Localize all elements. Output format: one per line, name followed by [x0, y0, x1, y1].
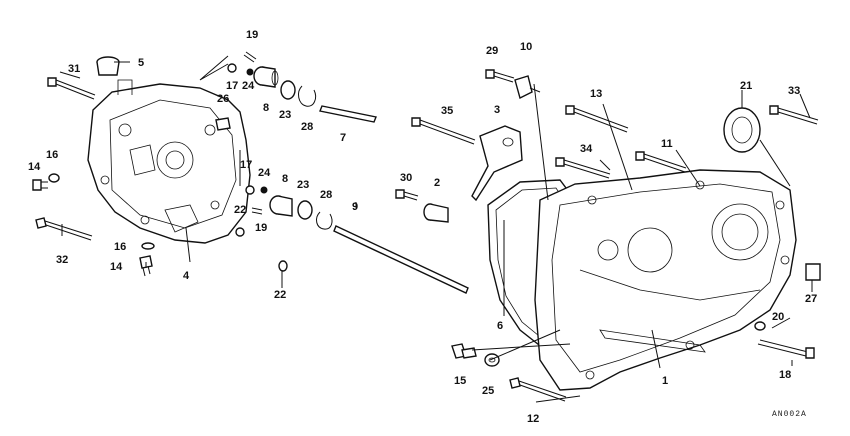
bracket-10 — [514, 75, 541, 100]
callout: 8 — [282, 173, 288, 185]
shift-rod-9 — [333, 225, 469, 294]
callout: 14 — [110, 261, 123, 273]
callout: 1 — [662, 375, 668, 387]
callout-labels: 1 2 3 4 5 6 7 8 8 9 10 11 12 13 14 14 15… — [28, 29, 817, 425]
callout: 8 — [263, 102, 269, 114]
callout: 25 — [482, 385, 494, 397]
pin-19-upper — [243, 51, 257, 63]
pin-19-lower — [251, 207, 263, 215]
plug-2 — [423, 203, 449, 223]
callout: 3 — [494, 104, 500, 116]
callout: 7 — [340, 132, 346, 144]
oil-seal-21 — [723, 107, 761, 153]
callout: 34 — [580, 143, 593, 155]
washer-16-lower — [141, 242, 155, 250]
callout: 29 — [486, 45, 498, 57]
callout: 10 — [520, 41, 532, 53]
callout: 17 — [240, 159, 252, 171]
callout: 4 — [183, 270, 190, 282]
dowel-24-upper — [246, 68, 254, 76]
washer-22-mid — [235, 227, 245, 237]
callout: 35 — [441, 105, 453, 117]
callout: 22 — [274, 289, 286, 301]
callout: 30 — [400, 172, 412, 184]
bolt-11 — [635, 151, 687, 173]
callout: 12 — [527, 413, 539, 425]
diagram-code: AN002A — [772, 410, 807, 419]
callout: 24 — [242, 80, 255, 92]
circlip-28-lower — [316, 211, 333, 230]
bushing-8-upper — [253, 66, 279, 88]
circlip-28-upper — [298, 85, 317, 107]
callout: 5 — [138, 57, 144, 69]
dowel-17-lower — [245, 185, 255, 195]
bolt-14-upper — [32, 179, 48, 191]
leader-lines — [59, 55, 813, 403]
oring-23-lower — [297, 200, 313, 220]
bolt-35 — [411, 117, 476, 145]
callout: 32 — [56, 254, 68, 266]
callout: 15 — [454, 375, 466, 387]
bolt-33 — [769, 105, 819, 125]
callout: 21 — [740, 80, 752, 92]
bolt-12 — [509, 377, 567, 402]
callout: 23 — [279, 109, 291, 121]
callout: 22 — [234, 204, 246, 216]
callout: 19 — [246, 29, 258, 41]
callout: 11 — [661, 138, 673, 150]
callout: 13 — [590, 88, 602, 100]
callout: 28 — [301, 121, 313, 133]
dowel-17-upper — [227, 63, 237, 73]
callout: 19 — [255, 222, 267, 234]
dowel-24-lower — [260, 186, 268, 194]
callout: 16 — [46, 149, 58, 161]
drain-plug-15 — [451, 343, 477, 359]
bolt-32 — [35, 217, 93, 241]
callout: 31 — [68, 63, 80, 75]
washer-25 — [484, 353, 500, 367]
callout: 16 — [114, 241, 126, 253]
bolt-31 — [47, 77, 96, 100]
bolt-29 — [485, 69, 515, 83]
callout: 17 — [226, 80, 238, 92]
callout: 26 — [217, 93, 229, 105]
callout: 6 — [497, 320, 503, 332]
washer-20 — [754, 321, 766, 331]
right-crankcase — [534, 169, 797, 391]
callout: 2 — [434, 177, 440, 189]
left-crankcase-cover — [87, 79, 251, 244]
callout: 23 — [297, 179, 309, 191]
washer-22-lower — [278, 260, 288, 272]
callout: 33 — [788, 85, 800, 97]
bushing-8-lower — [269, 195, 293, 217]
bolt-34 — [555, 157, 611, 179]
clip-26 — [215, 117, 231, 131]
oil-filler-cap — [96, 56, 120, 76]
oring-23-upper — [280, 80, 296, 100]
callout: 9 — [352, 201, 358, 213]
bolt-13 — [565, 105, 629, 133]
plug-14-lower — [139, 255, 153, 277]
callout: 28 — [320, 189, 332, 201]
callout: 18 — [779, 369, 791, 381]
shaft-7 — [319, 105, 377, 123]
washer-16-upper — [48, 173, 60, 183]
callout: 27 — [805, 293, 817, 305]
callout: 14 — [28, 161, 41, 173]
cap-27 — [805, 263, 821, 281]
callout: 20 — [772, 311, 784, 323]
bracket-3 — [471, 125, 523, 202]
bolt-30 — [395, 189, 419, 201]
callout: 24 — [258, 167, 271, 179]
bolt-18 — [757, 339, 815, 359]
